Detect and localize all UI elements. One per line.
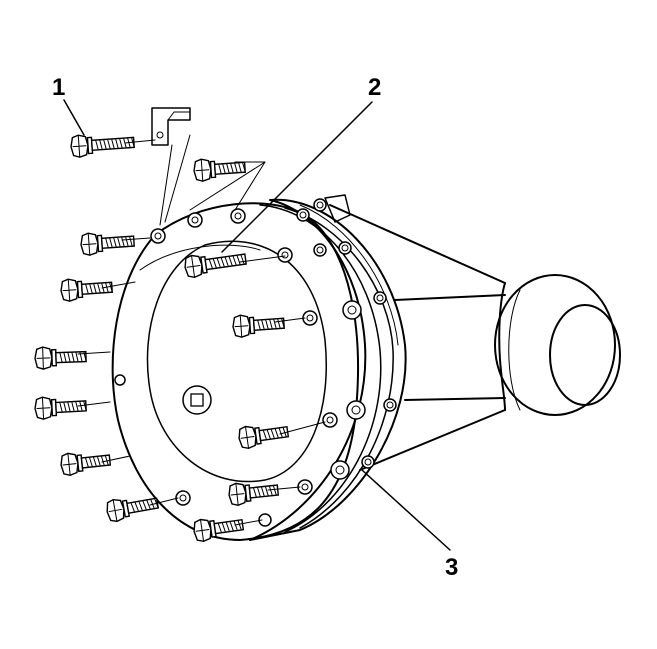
axle-tube [494, 274, 621, 416]
guide-lines [77, 134, 326, 526]
bolt [193, 518, 245, 543]
bolt [70, 134, 135, 158]
callout-2-label: 2 [368, 74, 381, 101]
callout-1-label: 1 [52, 74, 65, 101]
bolt [60, 452, 112, 476]
callout-3: 3 [361, 469, 458, 581]
flange-bolt-heads [296, 198, 397, 480]
bolt [106, 497, 160, 523]
bolt [80, 232, 135, 256]
bolt [34, 396, 87, 420]
callout-2: 2 [221, 74, 381, 253]
bolt [228, 482, 280, 506]
axle-housing [329, 204, 621, 471]
bracket [151, 107, 191, 146]
cover-flange [249, 194, 407, 541]
callout-3-label: 3 [445, 554, 458, 581]
callout-1: 1 [52, 74, 85, 136]
bolt [193, 158, 246, 182]
bolt [232, 314, 285, 338]
bolt [60, 278, 113, 302]
fill-plug [182, 385, 212, 415]
bolt [238, 425, 290, 450]
bolt [34, 346, 87, 370]
bolt [184, 253, 247, 279]
